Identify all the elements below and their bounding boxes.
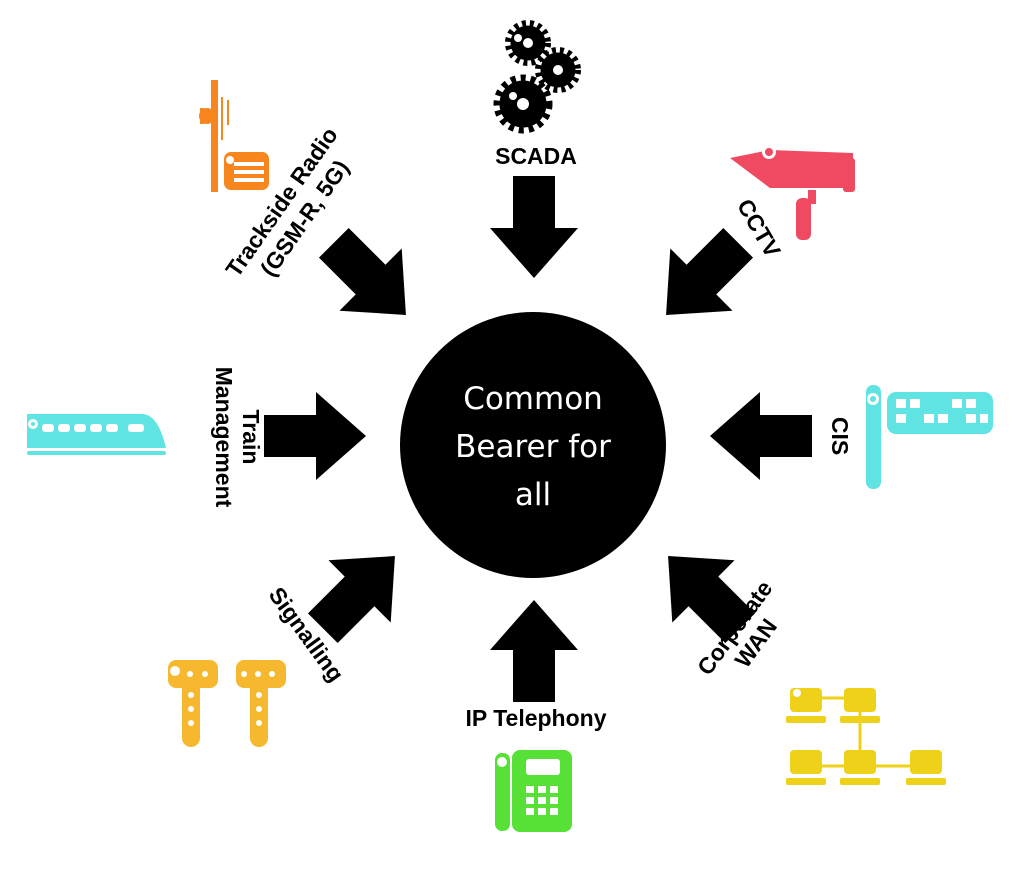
information-display-icon	[866, 385, 993, 489]
arrows	[264, 176, 812, 702]
radio-mast-icon	[199, 80, 269, 192]
gears-icon	[493, 20, 581, 134]
hub-line-2: Bearer for	[455, 429, 611, 465]
arrow-cctv	[666, 227, 754, 315]
train-icon	[27, 414, 166, 455]
arrow-trackside-radio	[318, 227, 406, 315]
cis-label: CIS	[827, 417, 853, 455]
desk-phone-icon	[495, 750, 572, 832]
train-management-label-line-2: Management	[211, 367, 237, 508]
hub-line-1: Common	[463, 381, 603, 417]
train-management-label: Train Management	[211, 367, 264, 508]
ip-telephony-label: IP Telephony	[465, 705, 606, 731]
arrow-corporate-wan	[668, 556, 756, 644]
arrow-train-management	[264, 392, 366, 480]
common-bearer-hub: Common Bearer for all	[400, 312, 666, 578]
arrow-ip-telephony	[490, 600, 578, 702]
scada-label: SCADA	[495, 143, 577, 169]
signal-posts-icon	[168, 660, 286, 747]
hub-line-3: all	[515, 477, 551, 513]
arrow-signalling	[307, 556, 395, 644]
arrow-scada	[490, 176, 578, 278]
train-management-label-line-1: Train	[238, 410, 264, 465]
hub-circle	[400, 312, 666, 578]
network-computers-icon	[786, 688, 946, 785]
arrow-cis	[710, 392, 812, 480]
cctv-camera-icon	[730, 145, 855, 240]
